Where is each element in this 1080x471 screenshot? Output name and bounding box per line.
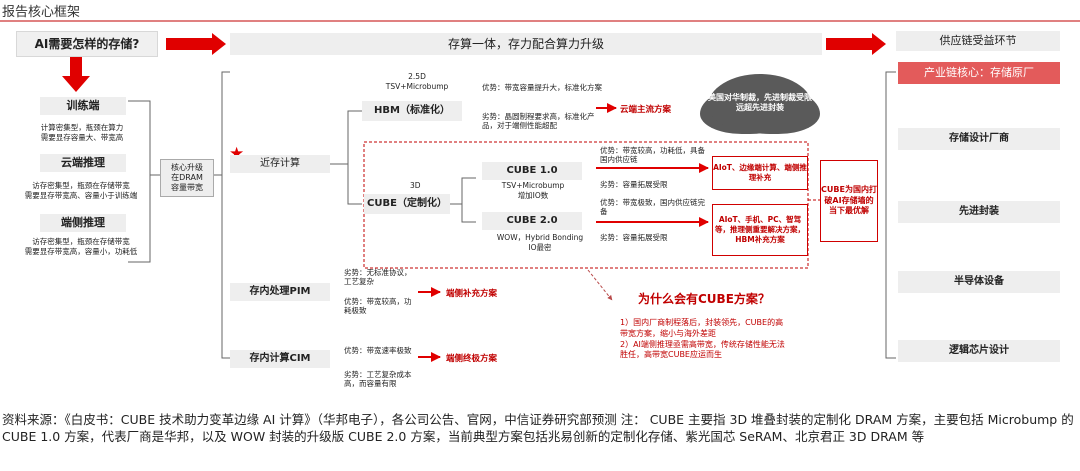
- cube-title: CUBE（定制化）: [364, 194, 450, 214]
- cube2-sub: WOW，Hybrid Bonding IO最密: [496, 233, 584, 252]
- hbm-result: 云端主流方案: [620, 105, 672, 115]
- why-title: 为什么会有CUBE方案？: [638, 292, 770, 306]
- cim-pros: 优势：带宽速率极致: [344, 346, 412, 355]
- cube1-pros: 优势：带宽较高，功耗低，具备国内供应链: [600, 146, 705, 165]
- center-banner: 存算一体，存力配合算力升级: [230, 33, 822, 55]
- cube2-pros: 优势：带宽极致，国内供应链完备: [600, 198, 705, 217]
- hbm-top-label: 2.5D TSV+Microbump: [385, 72, 449, 91]
- cim-result: 端侧终极方案: [446, 354, 498, 364]
- chain-item: 半导体设备: [898, 271, 1060, 293]
- cube2-cons: 劣势：容量拓展受限: [600, 233, 668, 242]
- page-title: 报告核心框架: [2, 5, 81, 20]
- arrow-right-icon: [826, 33, 886, 55]
- hbm-cons: 劣势：晶圆制程要求高，标准化产品，对于端侧性能超配: [482, 112, 595, 131]
- hbm-title: HBM（标准化）: [362, 101, 462, 121]
- training-title: 训练端: [40, 97, 126, 115]
- question-box: AI需要怎样的存储?: [16, 31, 158, 57]
- cim-cons: 劣势：工艺复杂成本高，而容量有限: [344, 370, 412, 389]
- near-memory-compute: 近存计算: [230, 155, 330, 173]
- arrow-down-icon: [62, 57, 90, 92]
- cube1-sub: TSV+Microbump 增加IO数: [501, 181, 565, 200]
- cube1-title: CUBE 1.0: [482, 162, 582, 180]
- chain-core: 产业链核心：存储原厂: [898, 62, 1060, 84]
- why-body: 1）国内厂商制程落后，封装领先，CUBE的高带宽方案，缩小与海外差距 2）AI端…: [620, 318, 785, 360]
- cube-conclusion: CUBE为国内打破AI存储墙的当下最优解: [820, 160, 878, 242]
- cloud-inference-desc: 访存密集型，瓶颈在存储带宽 需要显存带宽高、容量小于训练端: [24, 181, 138, 200]
- pim-path: 存内处理PIM: [230, 283, 330, 301]
- cube-3d-label: 3D: [410, 181, 421, 190]
- cloud-inference-title: 云端推理: [40, 154, 126, 172]
- pim-cons: 劣势：无标准协议，工艺复杂: [344, 268, 412, 287]
- chain-item: 逻辑芯片设计: [898, 340, 1060, 362]
- sanction-cloud: 美国对华制裁，先进制裁受限远超先进封装: [708, 74, 812, 132]
- pim-result: 端侧补充方案: [446, 289, 498, 299]
- supply-chain-title: 供应链受益环节: [896, 31, 1060, 51]
- arrow-right-icon: [166, 33, 226, 55]
- cube1-cons: 劣势：容量拓展受限: [600, 180, 668, 189]
- edge-inference-desc: 访存密集型，瓶颈在存储带宽 需要显存带宽高，容量小，功耗低: [24, 237, 138, 256]
- cube2-result: AIoT、手机、PC、智驾等，推理侧重要解决方案，HBM补充方案: [712, 204, 808, 256]
- cube2-title: CUBE 2.0: [482, 212, 582, 230]
- cim-path: 存内计算CIM: [230, 350, 330, 368]
- hbm-pros: 优势：带宽容量提升大，标准化方案: [482, 83, 602, 92]
- chain-item: 存储设计厂商: [898, 128, 1060, 150]
- source-footnote: 资料来源：《白皮书：CUBE 技术助力变革边缘 AI 计算》（华邦电子），各公司…: [2, 412, 1074, 444]
- chain-item: 先进封装: [898, 201, 1060, 223]
- core-upgrade-box: 核心升级 在DRAM 容量带宽: [160, 159, 214, 197]
- training-desc: 计算密集型，瓶颈在算力 需要显存容量大、带宽高: [40, 123, 124, 142]
- edge-inference-title: 端侧推理: [40, 214, 126, 232]
- pim-pros: 优势：带宽较高，功耗极致: [344, 297, 412, 316]
- cube1-result: AIoT、边缘端计算、端侧推理补充: [712, 156, 808, 190]
